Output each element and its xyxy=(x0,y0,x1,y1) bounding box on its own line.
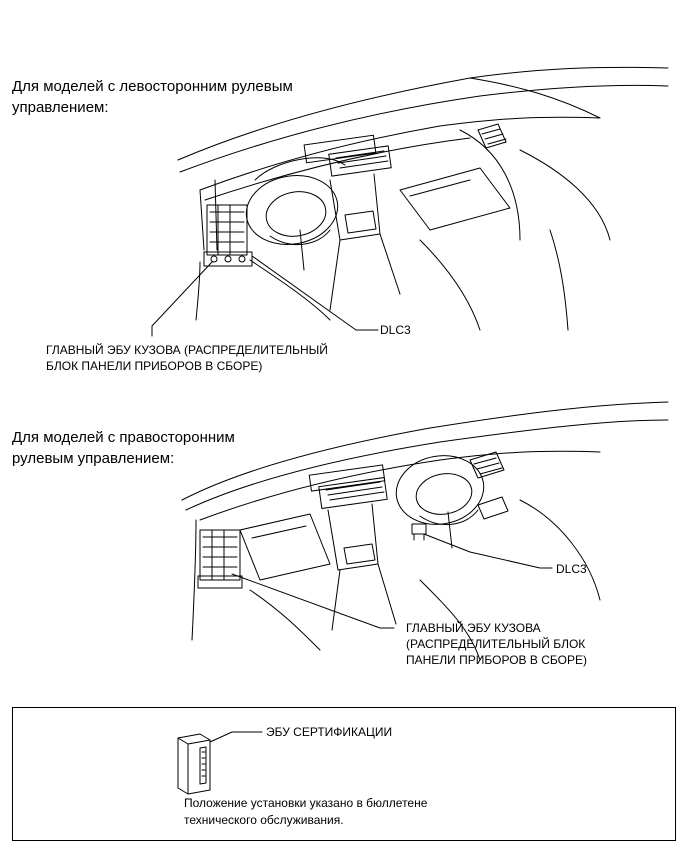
certification-ecu-icon xyxy=(177,731,263,795)
certification-ecu-label: ЭБУ СЕРТИФИКАЦИИ xyxy=(266,725,393,739)
rhd-body-ecu-label: ГЛАВНЫЙ ЭБУ КУЗОВА (РАСПРЕДЕЛИТЕЛЬНЫЙ БЛ… xyxy=(406,621,587,667)
rhd-dashboard-illustration xyxy=(181,401,669,661)
rhd-dlc3-label: DLC3 xyxy=(556,562,587,576)
rhd-leader-lines xyxy=(231,533,553,629)
lhd-dashboard-illustration xyxy=(177,66,669,331)
rhd-heading: Для моделей с правосторонним рулевым упр… xyxy=(12,429,235,467)
note-text: Положение установки указано в бюллетене … xyxy=(184,796,428,827)
lhd-dlc3-label: DLC3 xyxy=(380,323,411,337)
lhd-heading: Для моделей с левосторонним рулевым упра… xyxy=(12,78,293,116)
lhd-body-ecu-label: ГЛАВНЫЙ ЭБУ КУЗОВА (РАСПРЕДЕЛИТЕЛЬНЫЙ БЛ… xyxy=(46,343,328,373)
note-box xyxy=(12,707,676,841)
lhd-leader-lines xyxy=(151,255,379,337)
